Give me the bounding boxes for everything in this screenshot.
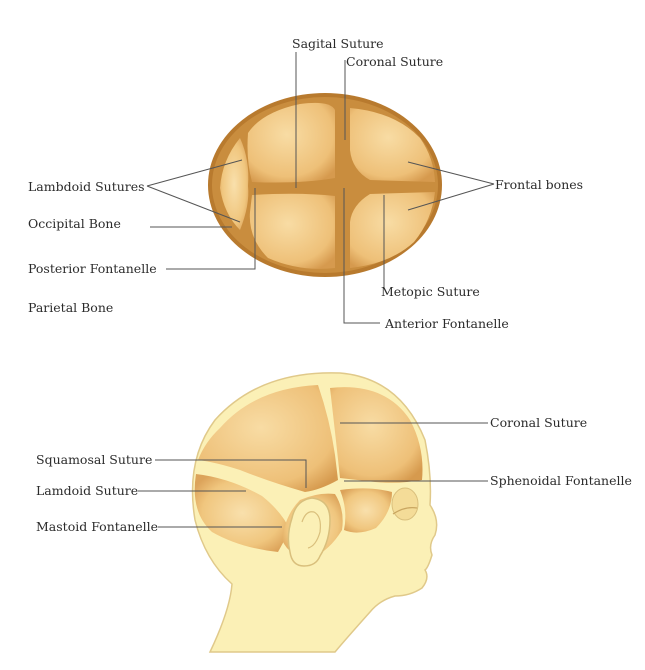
label-coronal-suture-side: Coronal Suture (490, 415, 587, 430)
frontal-bone-lower (350, 192, 435, 268)
side-parietal-bone (198, 385, 338, 492)
side-view-labels: Coronal Suture Squamosal Suture Sphenoid… (36, 415, 632, 534)
label-parietal-bone: Parietal Bone (28, 300, 113, 315)
top-view-labels: Sagital Suture Coronal Suture Lambdoid S… (28, 36, 583, 331)
label-lambdoid-sutures: Lambdoid Sutures (28, 179, 145, 194)
occipital-bone (220, 138, 249, 230)
top-view-skull (208, 93, 442, 277)
side-occipital-bone (194, 474, 290, 552)
label-squamosal-suture: Squamosal Suture (36, 452, 152, 467)
label-sphenoidal-fontanelle: Sphenoidal Fontanelle (490, 473, 632, 488)
frontal-bone-upper (350, 108, 435, 182)
label-metopic-suture: Metopic Suture (381, 284, 480, 299)
label-mastoid-fontanelle: Mastoid Fontanelle (36, 519, 158, 534)
label-occipital-bone: Occipital Bone (28, 216, 121, 231)
top-view-leaders (146, 52, 495, 324)
side-sphenoid-bone (340, 488, 392, 533)
label-lamdoid-suture: Lamdoid Suture (36, 483, 138, 498)
eye-icon (391, 487, 419, 521)
label-sagital-suture: Sagital Suture (292, 36, 384, 51)
label-coronal-suture-top: Coronal Suture (346, 54, 443, 69)
side-view-leaders (138, 422, 488, 528)
ear-icon (287, 497, 331, 567)
parietal-bone-lower (249, 193, 335, 269)
parietal-bone-upper (247, 102, 335, 183)
label-posterior-fontanelle: Posterior Fontanelle (28, 261, 157, 276)
label-frontal-bones: Frontal bones (495, 177, 583, 192)
side-view-head (191, 372, 438, 653)
side-frontal-bone (330, 387, 423, 483)
label-anterior-fontanelle: Anterior Fontanelle (384, 316, 509, 331)
